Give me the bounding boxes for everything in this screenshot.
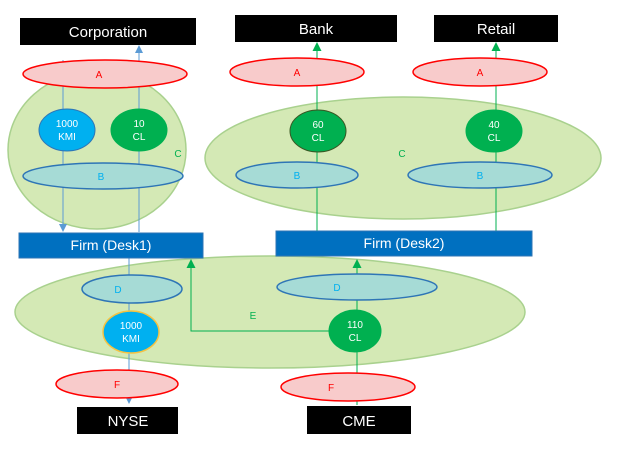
label-a-bank: A: [294, 68, 301, 79]
label-f-nyse: F: [114, 380, 120, 391]
corporation-box: Corporation: [20, 18, 196, 45]
ellipse-d-desk2: [276, 273, 438, 301]
label-b-corporation: B: [98, 172, 105, 183]
position-corp-cl-qty: 10: [133, 119, 145, 130]
label-e: E: [250, 311, 257, 322]
corporation-label: Corporation: [69, 24, 147, 41]
nyse-box: NYSE: [77, 407, 178, 434]
firm-desk2-box: Firm (Desk2): [275, 230, 533, 257]
firm-desk1-label: Firm (Desk1): [71, 237, 152, 253]
position-corp-cl-product: CL: [133, 132, 146, 143]
ellipse-b-corporation: [22, 162, 184, 190]
firm-desk1-box: Firm (Desk1): [18, 232, 204, 259]
position-retail-cl-qty: 40: [488, 120, 500, 131]
connector-e-internal: [186, 259, 332, 332]
ellipse-f-cme: [280, 372, 416, 402]
nyse-label: NYSE: [108, 413, 149, 430]
label-f-cme: F: [328, 383, 334, 394]
position-firm-kmi-product: KMI: [122, 334, 140, 345]
ellipse-b-retail: [407, 161, 553, 189]
position-retail-cl: [465, 109, 523, 153]
position-retail-cl-product: CL: [488, 133, 501, 144]
ellipse-a-corporation: [22, 59, 188, 89]
position-corp-cl: [110, 108, 168, 152]
retail-box: Retail: [434, 15, 558, 42]
label-b-bank: B: [294, 171, 301, 182]
bank-box: Bank: [235, 15, 397, 42]
position-firm-kmi: [102, 310, 160, 354]
ellipse-a-bank: [229, 57, 365, 87]
ellipse-f-nyse: [55, 369, 179, 399]
firm-desk2-label: Firm (Desk2): [364, 235, 445, 251]
position-firm-cl-product: CL: [349, 333, 362, 344]
position-corp-kmi-product: KMI: [58, 132, 76, 143]
label-a-retail: A: [477, 68, 484, 79]
region-c-left: [7, 70, 187, 230]
label-d-desk1: D: [114, 285, 121, 296]
position-bank-cl-product: CL: [312, 133, 325, 144]
label-b-retail: B: [477, 171, 484, 182]
label-c-right: C: [398, 149, 405, 160]
ellipse-a-retail: [412, 57, 548, 87]
position-bank-cl: [289, 109, 347, 153]
label-c-left: C: [174, 149, 181, 160]
bank-label: Bank: [299, 21, 334, 38]
cme-box: CME: [307, 406, 411, 434]
position-firm-kmi-qty: 1000: [120, 321, 143, 332]
cme-label: CME: [342, 413, 375, 430]
position-bank-cl-qty: 60: [312, 120, 324, 131]
ellipse-d-desk1: [81, 274, 183, 304]
position-firm-cl-qty: 110: [347, 320, 363, 331]
retail-label: Retail: [477, 21, 515, 38]
position-corp-kmi-qty: 1000: [56, 119, 79, 130]
ellipse-b-bank: [235, 161, 359, 189]
region-firm-bottom: [14, 255, 526, 369]
position-corp-kmi: [38, 108, 96, 152]
label-a-corporation: A: [96, 70, 103, 81]
position-firm-cl: [328, 309, 382, 353]
label-d-desk2: D: [333, 283, 340, 294]
